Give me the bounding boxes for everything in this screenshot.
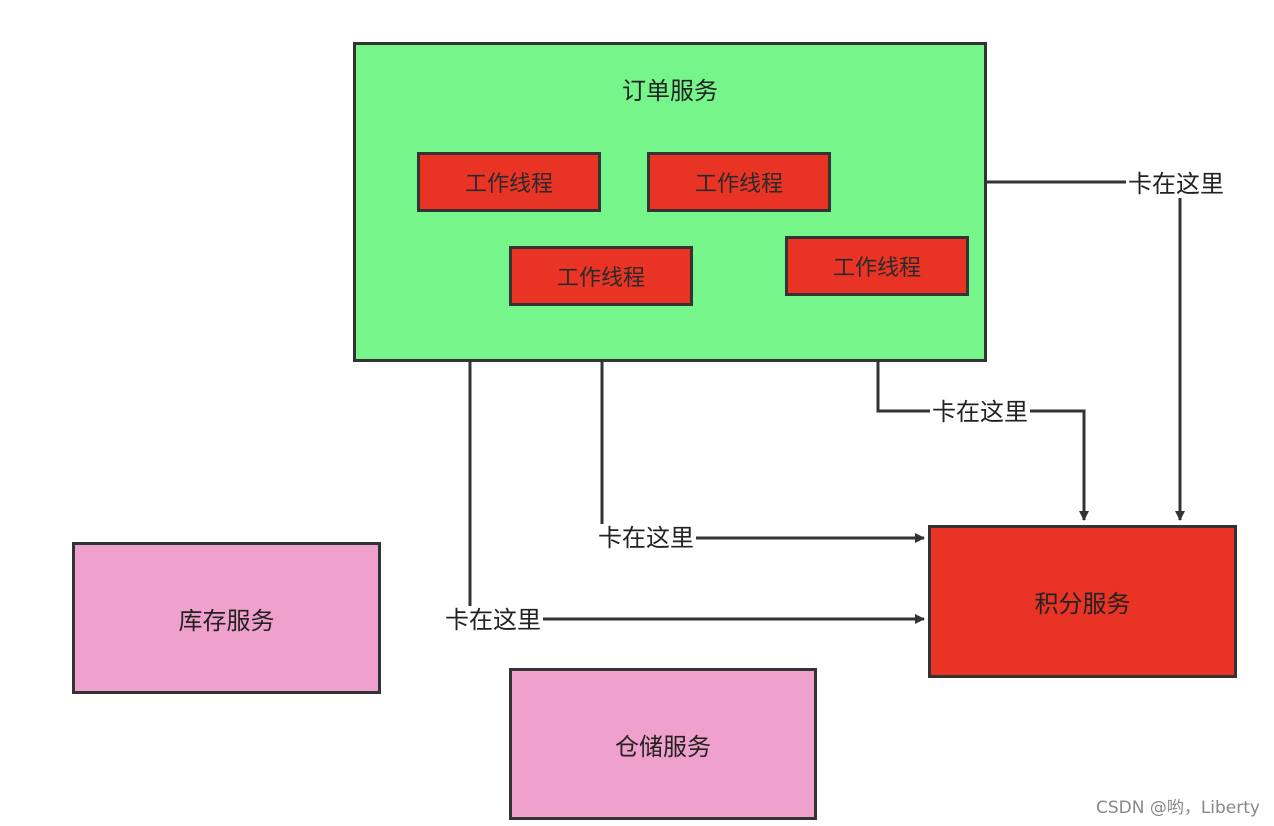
blocked-label-4: 卡在这里: [443, 606, 543, 634]
blocked-label-2: 卡在这里: [930, 398, 1030, 426]
inventory-service-title: 库存服务: [178, 606, 275, 635]
points-service-box: 积分服务: [928, 525, 1237, 678]
storage-service-title: 仓储服务: [615, 732, 711, 761]
worker-thread-4: 工作线程: [785, 236, 969, 296]
worker-thread-label: 工作线程: [832, 256, 921, 281]
blocked-label-3: 卡在这里: [596, 524, 696, 552]
worker-thread-1: 工作线程: [417, 152, 601, 212]
watermark: CSDN @哟，Liberty: [1095, 798, 1260, 818]
worker-thread-3: 工作线程: [509, 246, 693, 306]
worker-thread-label: 工作线程: [464, 172, 553, 197]
points-service-title: 积分服务: [1034, 590, 1131, 618]
worker-thread-2: 工作线程: [647, 152, 831, 212]
order-service-title: 订单服务: [622, 77, 718, 105]
inventory-service-box: 库存服务: [72, 542, 381, 694]
storage-service-box: 仓储服务: [509, 668, 817, 820]
worker-thread-label: 工作线程: [556, 266, 645, 291]
worker-thread-label: 工作线程: [694, 172, 783, 197]
blocked-label-1: 卡在这里: [1126, 170, 1226, 198]
